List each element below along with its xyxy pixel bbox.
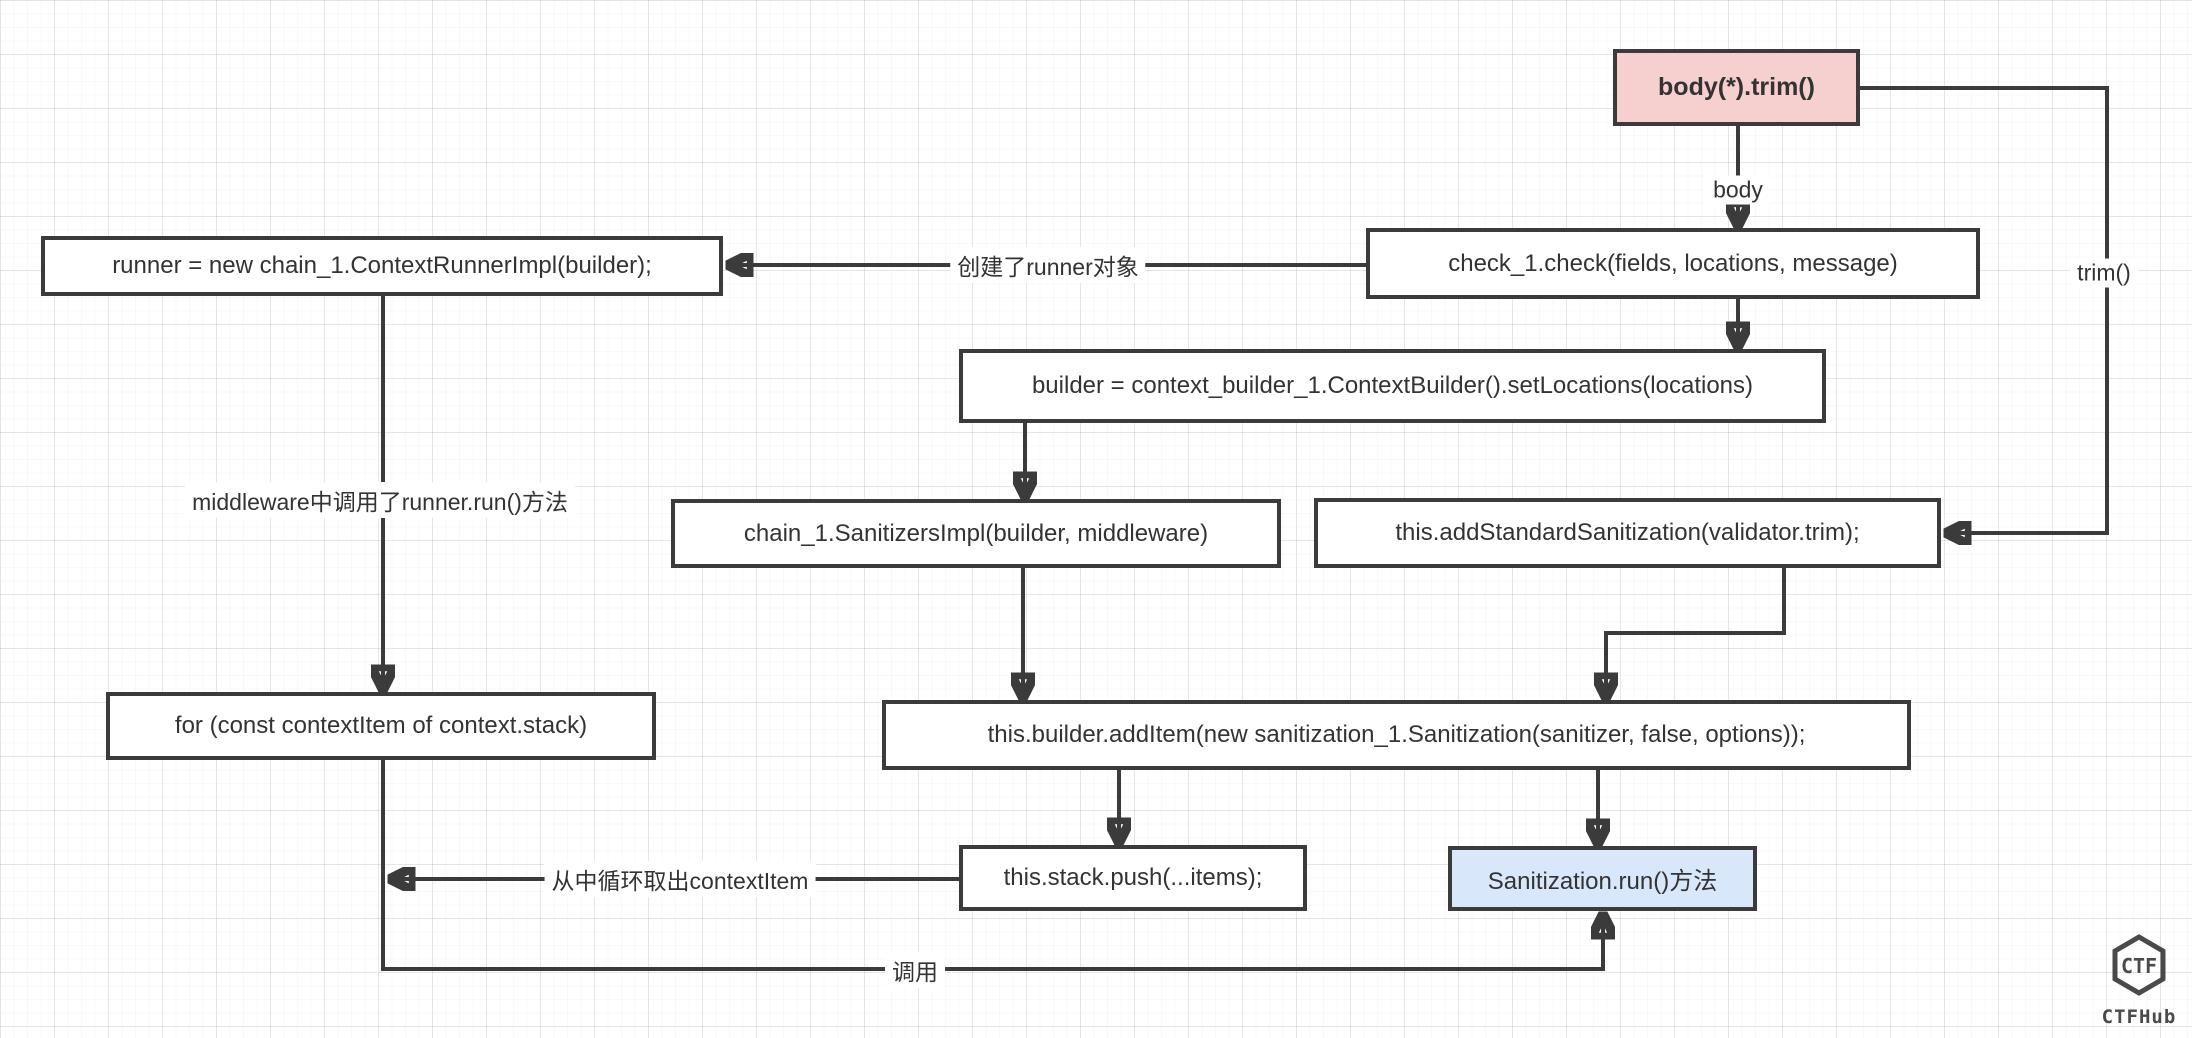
- edge-label-loop-out: 从中循环取出contextItem: [544, 861, 816, 897]
- node-body-trim: body(*).trim(): [1613, 49, 1860, 126]
- node-check: check_1.check(fields, locations, message…: [1366, 228, 1980, 299]
- edge-label-body: body: [1706, 175, 1770, 205]
- node-add-standard: this.addStandardSanitization(validator.t…: [1314, 498, 1941, 568]
- edge-label-trim: trim(): [2070, 258, 2138, 288]
- edge-invoke: [381, 760, 1603, 971]
- edge-label-invoke: 调用: [885, 952, 945, 988]
- ctfhub-wordmark: CTFHub: [2102, 1006, 2177, 1028]
- edge-addstandard-to-additem: [1606, 568, 1786, 696]
- edge-label-created-runner: 创建了runner对象: [950, 247, 1146, 283]
- node-add-item: this.builder.addItem(new sanitization_1.…: [882, 700, 1911, 770]
- node-runner: runner = new chain_1.ContextRunnerImpl(b…: [41, 236, 723, 296]
- node-sanitization-run: Sanitization.run()方法: [1448, 846, 1757, 911]
- node-sanitizers-impl: chain_1.SanitizersImpl(builder, middlewa…: [671, 499, 1281, 568]
- edge-label-middleware-run: middleware中调用了runner.run()方法: [185, 482, 575, 518]
- node-for-loop: for (const contextItem of context.stack): [106, 692, 656, 760]
- edge-trim: [1860, 86, 2109, 533]
- ctfhub-logo-icon: CTF CTFHub: [2102, 934, 2177, 1028]
- ctfhub-monogram: CTF: [2121, 954, 2157, 978]
- node-builder: builder = context_builder_1.ContextBuild…: [959, 349, 1826, 423]
- node-stack-push: this.stack.push(...items);: [959, 845, 1307, 911]
